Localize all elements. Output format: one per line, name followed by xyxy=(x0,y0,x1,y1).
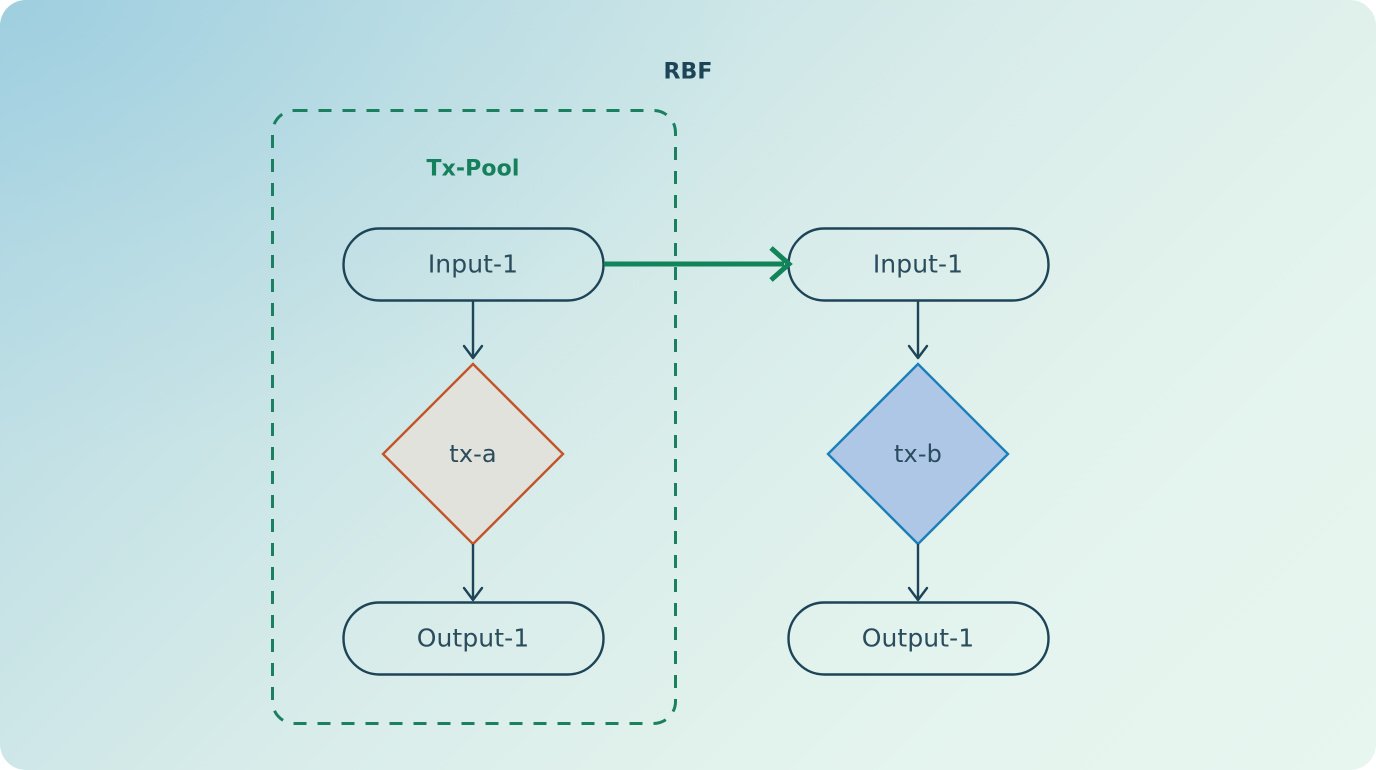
edge-input-left-to-tx-a xyxy=(462,300,484,360)
edge-replace-arrow xyxy=(604,246,793,282)
node-label-tx-b: tx-b xyxy=(894,440,942,468)
node-output-left[interactable] xyxy=(342,601,605,676)
node-label-input-left: Input-1 xyxy=(427,249,519,279)
node-output-right[interactable] xyxy=(787,601,1050,676)
node-label-output-left: Output-1 xyxy=(416,623,530,653)
node-label-output-right: Output-1 xyxy=(861,623,975,653)
txpool-group-boundary xyxy=(271,109,677,725)
edge-tx-b-to-output-right xyxy=(907,544,929,602)
node-label-input-right: Input-1 xyxy=(872,249,964,279)
diagram-title: RBF xyxy=(663,59,713,85)
edge-tx-a-to-output-left xyxy=(462,544,484,602)
node-label-tx-a: tx-a xyxy=(449,440,497,468)
edge-input-right-to-tx-b xyxy=(907,300,929,360)
txpool-group-label: Tx-Pool xyxy=(426,156,520,182)
